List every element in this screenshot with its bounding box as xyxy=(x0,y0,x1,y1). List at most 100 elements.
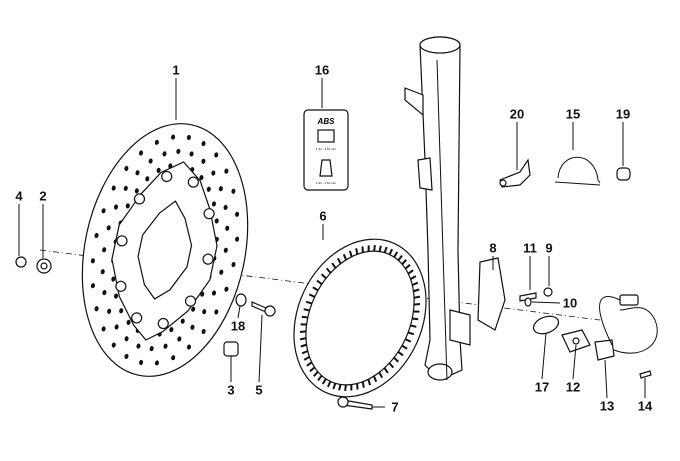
disc-rivet xyxy=(115,280,127,292)
ring-tooth xyxy=(305,300,313,305)
disc-vent-hole xyxy=(107,308,112,314)
disc-vent-hole xyxy=(134,188,139,194)
ring-tooth xyxy=(373,245,376,252)
label-1: 1 xyxy=(172,62,180,78)
disc-vent-hole xyxy=(177,336,182,342)
disc-vent-hole xyxy=(171,134,176,140)
disc-vent-hole xyxy=(101,208,106,214)
disc-vent-hole xyxy=(123,185,128,191)
label-2: 2 xyxy=(39,188,47,204)
ring-tooth xyxy=(412,317,419,321)
disc-vent-hole xyxy=(186,344,192,350)
bolt-5 xyxy=(251,301,267,313)
disc-vent-hole xyxy=(199,175,204,181)
disc-rivet xyxy=(161,170,173,183)
label-7: 7 xyxy=(391,399,399,415)
disc-vent-hole xyxy=(206,186,211,192)
ring-tooth xyxy=(303,356,310,361)
disc-vent-hole xyxy=(201,140,206,147)
ring-tooth xyxy=(301,315,308,319)
circlip xyxy=(15,256,27,268)
disc-vent-hole xyxy=(189,151,194,157)
ring-tooth xyxy=(300,343,307,348)
fork-slider xyxy=(404,36,471,381)
disc-vent-hole xyxy=(156,167,161,173)
disc-vent-hole xyxy=(169,327,174,333)
ring-tooth xyxy=(383,367,389,374)
disc-vent-hole xyxy=(190,324,195,330)
disc-vent-hole xyxy=(224,168,229,174)
disc-vent-hole xyxy=(114,293,119,299)
ring-tooth xyxy=(388,362,395,369)
disc-vent-hole xyxy=(119,308,124,314)
disc-vent-hole xyxy=(90,258,95,264)
disc-vent-hole xyxy=(111,276,116,282)
label-4: 4 xyxy=(15,188,23,204)
ring-tooth xyxy=(355,248,359,255)
abs-sensor xyxy=(594,294,658,361)
disc-vent-hole xyxy=(139,359,144,366)
disc-vent-hole xyxy=(211,170,216,176)
ring-tooth xyxy=(332,382,337,390)
disc-vent-hole xyxy=(162,151,167,157)
disc-vent-hole xyxy=(176,148,181,154)
disc-vent-hole xyxy=(106,225,111,231)
label-3: 3 xyxy=(227,382,235,398)
disc-vent-hole xyxy=(231,188,236,194)
disc-vent-hole xyxy=(94,306,99,312)
ring-tooth xyxy=(397,254,403,261)
disc-vent-hole xyxy=(218,186,223,192)
disc-vent-hole xyxy=(154,360,159,366)
ring-tooth xyxy=(306,361,313,367)
ring-tooth xyxy=(410,324,417,328)
ring-tooth xyxy=(411,281,419,286)
ring-tooth xyxy=(342,253,348,261)
brake-disc xyxy=(81,123,249,377)
ring-tooth xyxy=(303,308,310,312)
disc-vent-hole xyxy=(124,353,129,360)
nut-9 xyxy=(543,287,553,297)
ring-tooth xyxy=(404,263,411,270)
washer-18 xyxy=(235,293,247,307)
ring-tooth xyxy=(299,337,307,341)
disc-vent-hole xyxy=(114,324,119,330)
label-6: 6 xyxy=(319,208,327,224)
ring-tooth xyxy=(338,384,342,391)
disc-vent-hole xyxy=(202,309,207,315)
disc-vent-hole xyxy=(126,319,131,325)
ring-tooth xyxy=(397,351,404,357)
ring-tooth xyxy=(361,381,365,388)
label-8: 8 xyxy=(489,240,497,256)
grommet xyxy=(616,167,631,181)
disc-vent-hole xyxy=(223,247,228,253)
ring-tooth xyxy=(361,246,364,253)
ring-tooth xyxy=(309,366,316,373)
disc-rivet xyxy=(116,235,128,247)
label-17: 17 xyxy=(534,379,550,395)
ring-tooth xyxy=(326,381,332,388)
ring-tooth xyxy=(378,371,384,379)
label-16: 16 xyxy=(314,62,330,78)
screw-14 xyxy=(639,370,652,379)
ring-tooth xyxy=(313,371,319,377)
disc-rivet xyxy=(203,208,215,220)
ring-tooth xyxy=(321,378,327,385)
disc-vent-hole xyxy=(138,150,144,156)
disc-vent-hole xyxy=(180,318,185,324)
disc-vent-hole xyxy=(224,286,229,292)
ring-tooth xyxy=(308,293,316,298)
disc-vent-hole xyxy=(90,283,95,289)
ring-tooth xyxy=(413,303,421,306)
ring-tooth xyxy=(401,344,408,350)
disc-vent-hole xyxy=(214,152,219,158)
disc-vent-hole xyxy=(149,346,154,352)
ring-tooth xyxy=(388,248,394,255)
ring-tooth xyxy=(331,262,337,269)
disc-vent-hole xyxy=(125,203,130,209)
ring-tooth xyxy=(316,279,323,285)
label-12: 12 xyxy=(565,379,581,395)
ring-tooth xyxy=(407,331,415,336)
disc-vent-hole xyxy=(171,355,176,361)
disc-vent-hole xyxy=(94,232,99,239)
